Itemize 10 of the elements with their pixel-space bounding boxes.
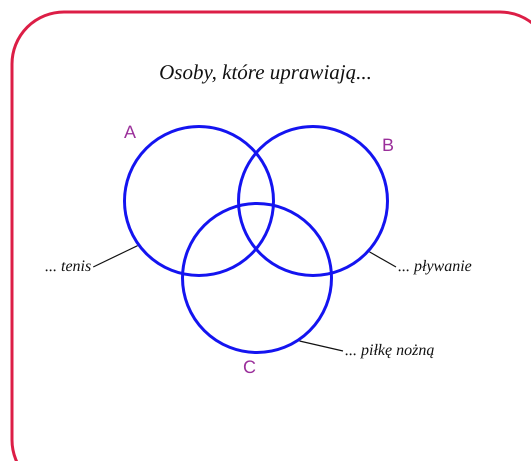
leader-line (299, 340, 344, 352)
callout-text: ... tenis (45, 258, 92, 276)
title: Osoby, które uprawiają... (159, 60, 372, 84)
leader-line (369, 251, 396, 268)
callout-text: ... piłkę nożną (345, 342, 434, 360)
set-label: B (382, 135, 394, 156)
callout-text: ... pływanie (398, 258, 472, 276)
set-label: C (243, 357, 256, 378)
leader-line (92, 245, 138, 268)
set-label: A (124, 122, 136, 143)
